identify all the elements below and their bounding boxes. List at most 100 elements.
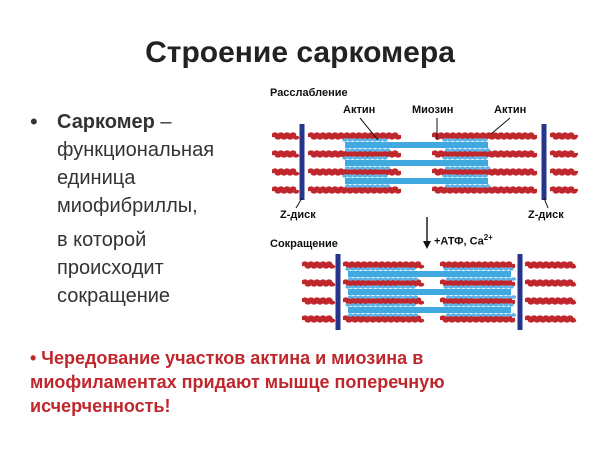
actin-bead [566,261,574,266]
actin-bead [328,282,336,287]
actin-bead [539,300,547,305]
actin-bead [505,261,513,266]
myosin-head [369,166,376,170]
actin-bead [561,132,569,137]
actin-bead [431,150,439,155]
actin-bead [500,171,508,176]
actin-bead [348,261,356,266]
myosin-head [405,303,411,307]
actin-bead [388,189,396,194]
actin-bead [381,318,389,323]
myosin-head [475,313,482,317]
actin-bead [408,261,416,266]
myosin-head [442,174,448,178]
myosin-head [483,267,489,271]
actin-bead [437,132,445,137]
actin-bead [445,261,453,266]
myosin-head [488,267,494,271]
actin-bead [443,132,451,137]
myosin-head [468,267,474,271]
myosin-head [369,184,376,188]
actin-bead [325,186,333,191]
actin-bead [552,189,560,194]
actin-bead [388,153,396,158]
myosin-head [472,156,478,160]
myosin-head [488,303,494,307]
actin-bead [271,186,279,191]
actin-bead [322,153,330,158]
myosin-head [508,303,514,307]
actin-bead [286,135,294,140]
actin-bead [369,318,377,323]
actin-bead [286,153,294,158]
actin-bead [539,318,547,323]
myosin-head [458,285,464,289]
actin-bead [325,132,333,137]
myosin-head [374,148,381,152]
myosin-head [345,303,351,307]
myosin-head [505,313,512,317]
myosin-head [482,138,488,142]
myosin-head [457,138,463,142]
actin-bead [340,189,348,194]
actin-bead [551,264,559,269]
myosin-head [458,303,464,307]
myosin-head [382,174,388,178]
actin-bead [460,318,468,323]
actin-bead [274,135,282,140]
actin-left-pointer [359,117,379,141]
myosin-head [354,148,361,152]
actin-bead [417,318,425,323]
actin-bead [560,261,568,266]
actin-bead [527,282,535,287]
actin-bead [286,189,294,194]
myosin-head [463,285,469,289]
myosin-head [485,313,492,317]
actin-bead [322,318,330,323]
actin-bead [558,135,566,140]
actin-bead [527,264,535,269]
myosin-head [469,184,476,188]
myosin-rod [345,142,488,148]
actin-bead [457,261,465,266]
actin-bead [316,135,324,140]
myosin-head [445,277,452,281]
myosin-head [469,166,476,170]
myosin-head [412,313,419,317]
actin-bead [497,150,505,155]
myosin-head [347,156,353,160]
myosin-head [472,138,478,142]
actin-bead [533,264,541,269]
myosin-head [347,138,353,142]
myosin-head [473,267,479,271]
actin-bead [402,261,410,266]
myosin-head [478,303,484,307]
actin-bead [439,261,447,266]
myosin-head [453,267,459,271]
actin-bead [527,318,535,323]
actin-bead [384,261,392,266]
actin-bead [500,153,508,158]
actin-bead [328,318,336,323]
actin-bead [476,189,484,194]
actin-bead [354,261,362,266]
myosin-head [344,166,351,170]
actin-bead [417,300,425,305]
myosin-head [347,295,354,299]
myosin-head [372,313,379,317]
definition-line-4: в которой [57,229,147,251]
myosin-head [445,295,452,299]
actin-bead [325,150,333,155]
actin-filament [524,279,577,287]
actin-bead [518,135,526,140]
myosin-head [342,174,348,178]
actin-bead [515,150,523,155]
myosin-head [483,285,489,289]
actin-bead [431,186,439,191]
actin-bead [325,297,333,302]
myosin-head [474,184,481,188]
myosin-filament [342,156,491,170]
myosin-filament [345,285,517,299]
myosin-head [452,138,458,142]
